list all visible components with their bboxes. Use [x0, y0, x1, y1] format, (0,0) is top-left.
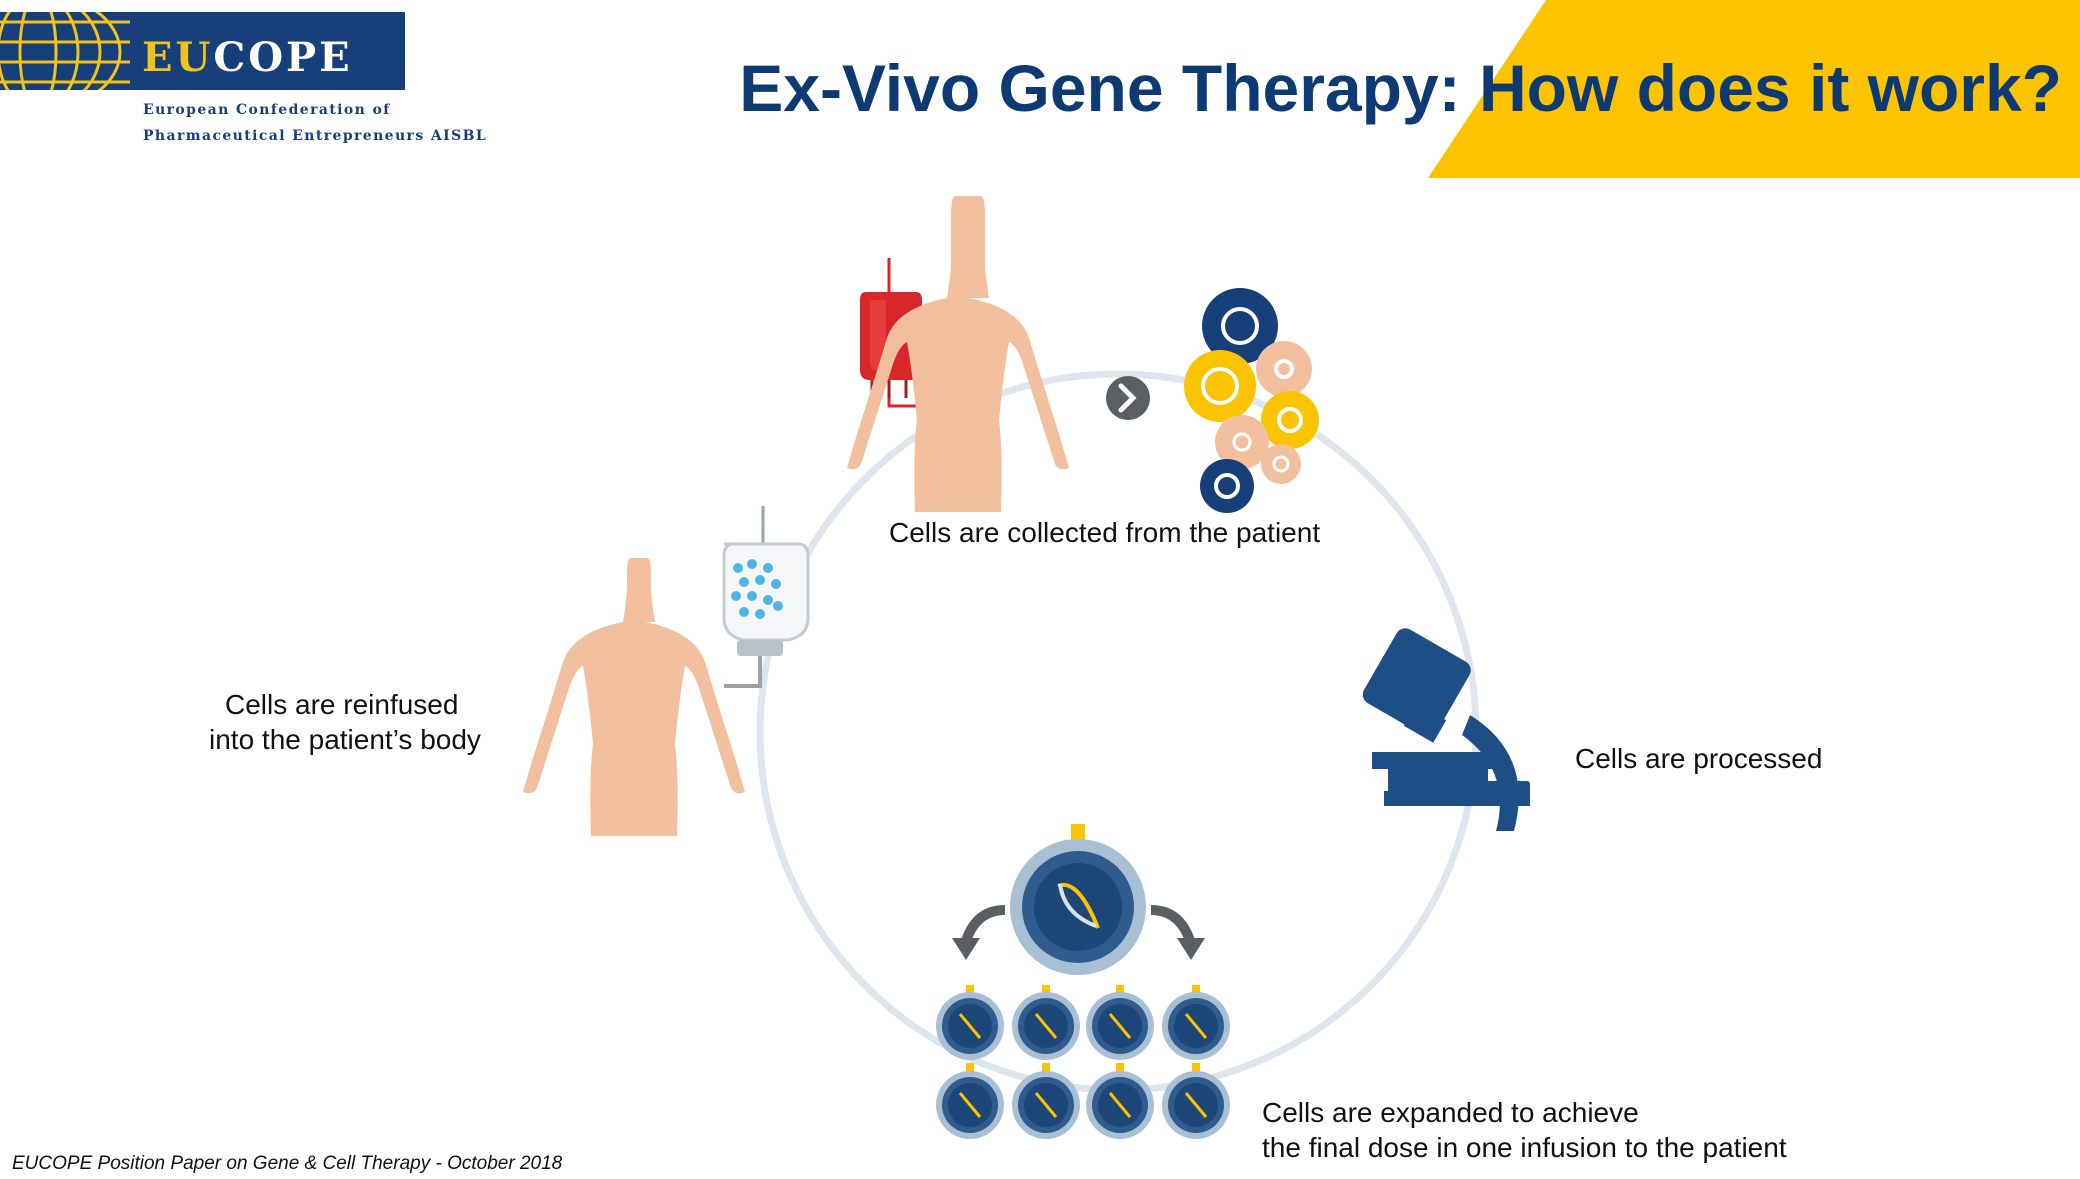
step-reinfuse-caption-line2: into the patient’s body: [209, 724, 481, 755]
logo-subtitle-line2: Pharmaceutical Entrepreneurs AISBL: [143, 128, 488, 144]
globe-icon: [0, 12, 130, 90]
eucope-logo: EUCOPE: [0, 12, 405, 90]
logo-wordmark: EUCOPE: [142, 34, 353, 81]
parent-cell-icon: [1010, 824, 1146, 975]
collected-cells-cluster: [1184, 288, 1319, 513]
patient-body-icon: [847, 196, 1069, 512]
footer-source: EUCOPE Position Paper on Gene & Cell The…: [12, 1153, 563, 1174]
expanded-cells-grid: [936, 985, 1230, 1139]
step-collect-caption: Cells are collected from the patient: [889, 517, 1321, 548]
step-reinfuse-caption-line1: Cells are reinfused: [225, 689, 459, 720]
step-expand-caption-line1: Cells are expanded to achieve: [1262, 1097, 1639, 1128]
step-process-caption: Cells are processed: [1575, 743, 1823, 774]
title-accent-band: [1428, 0, 2080, 178]
logo-subtitle-line1: European Confederation of: [143, 102, 391, 118]
step-expand-caption-line2: the final dose in one infusion to the pa…: [1262, 1132, 1787, 1163]
microscope-icon: [1362, 628, 1530, 831]
iv-bag-icon: [722, 506, 810, 688]
cycle-ring: [756, 370, 1480, 1094]
chevron-right-icon: [1106, 376, 1150, 420]
patient-body-icon: [523, 558, 745, 836]
page-title: Ex-Vivo Gene Therapy: How does it work?: [739, 51, 2062, 125]
